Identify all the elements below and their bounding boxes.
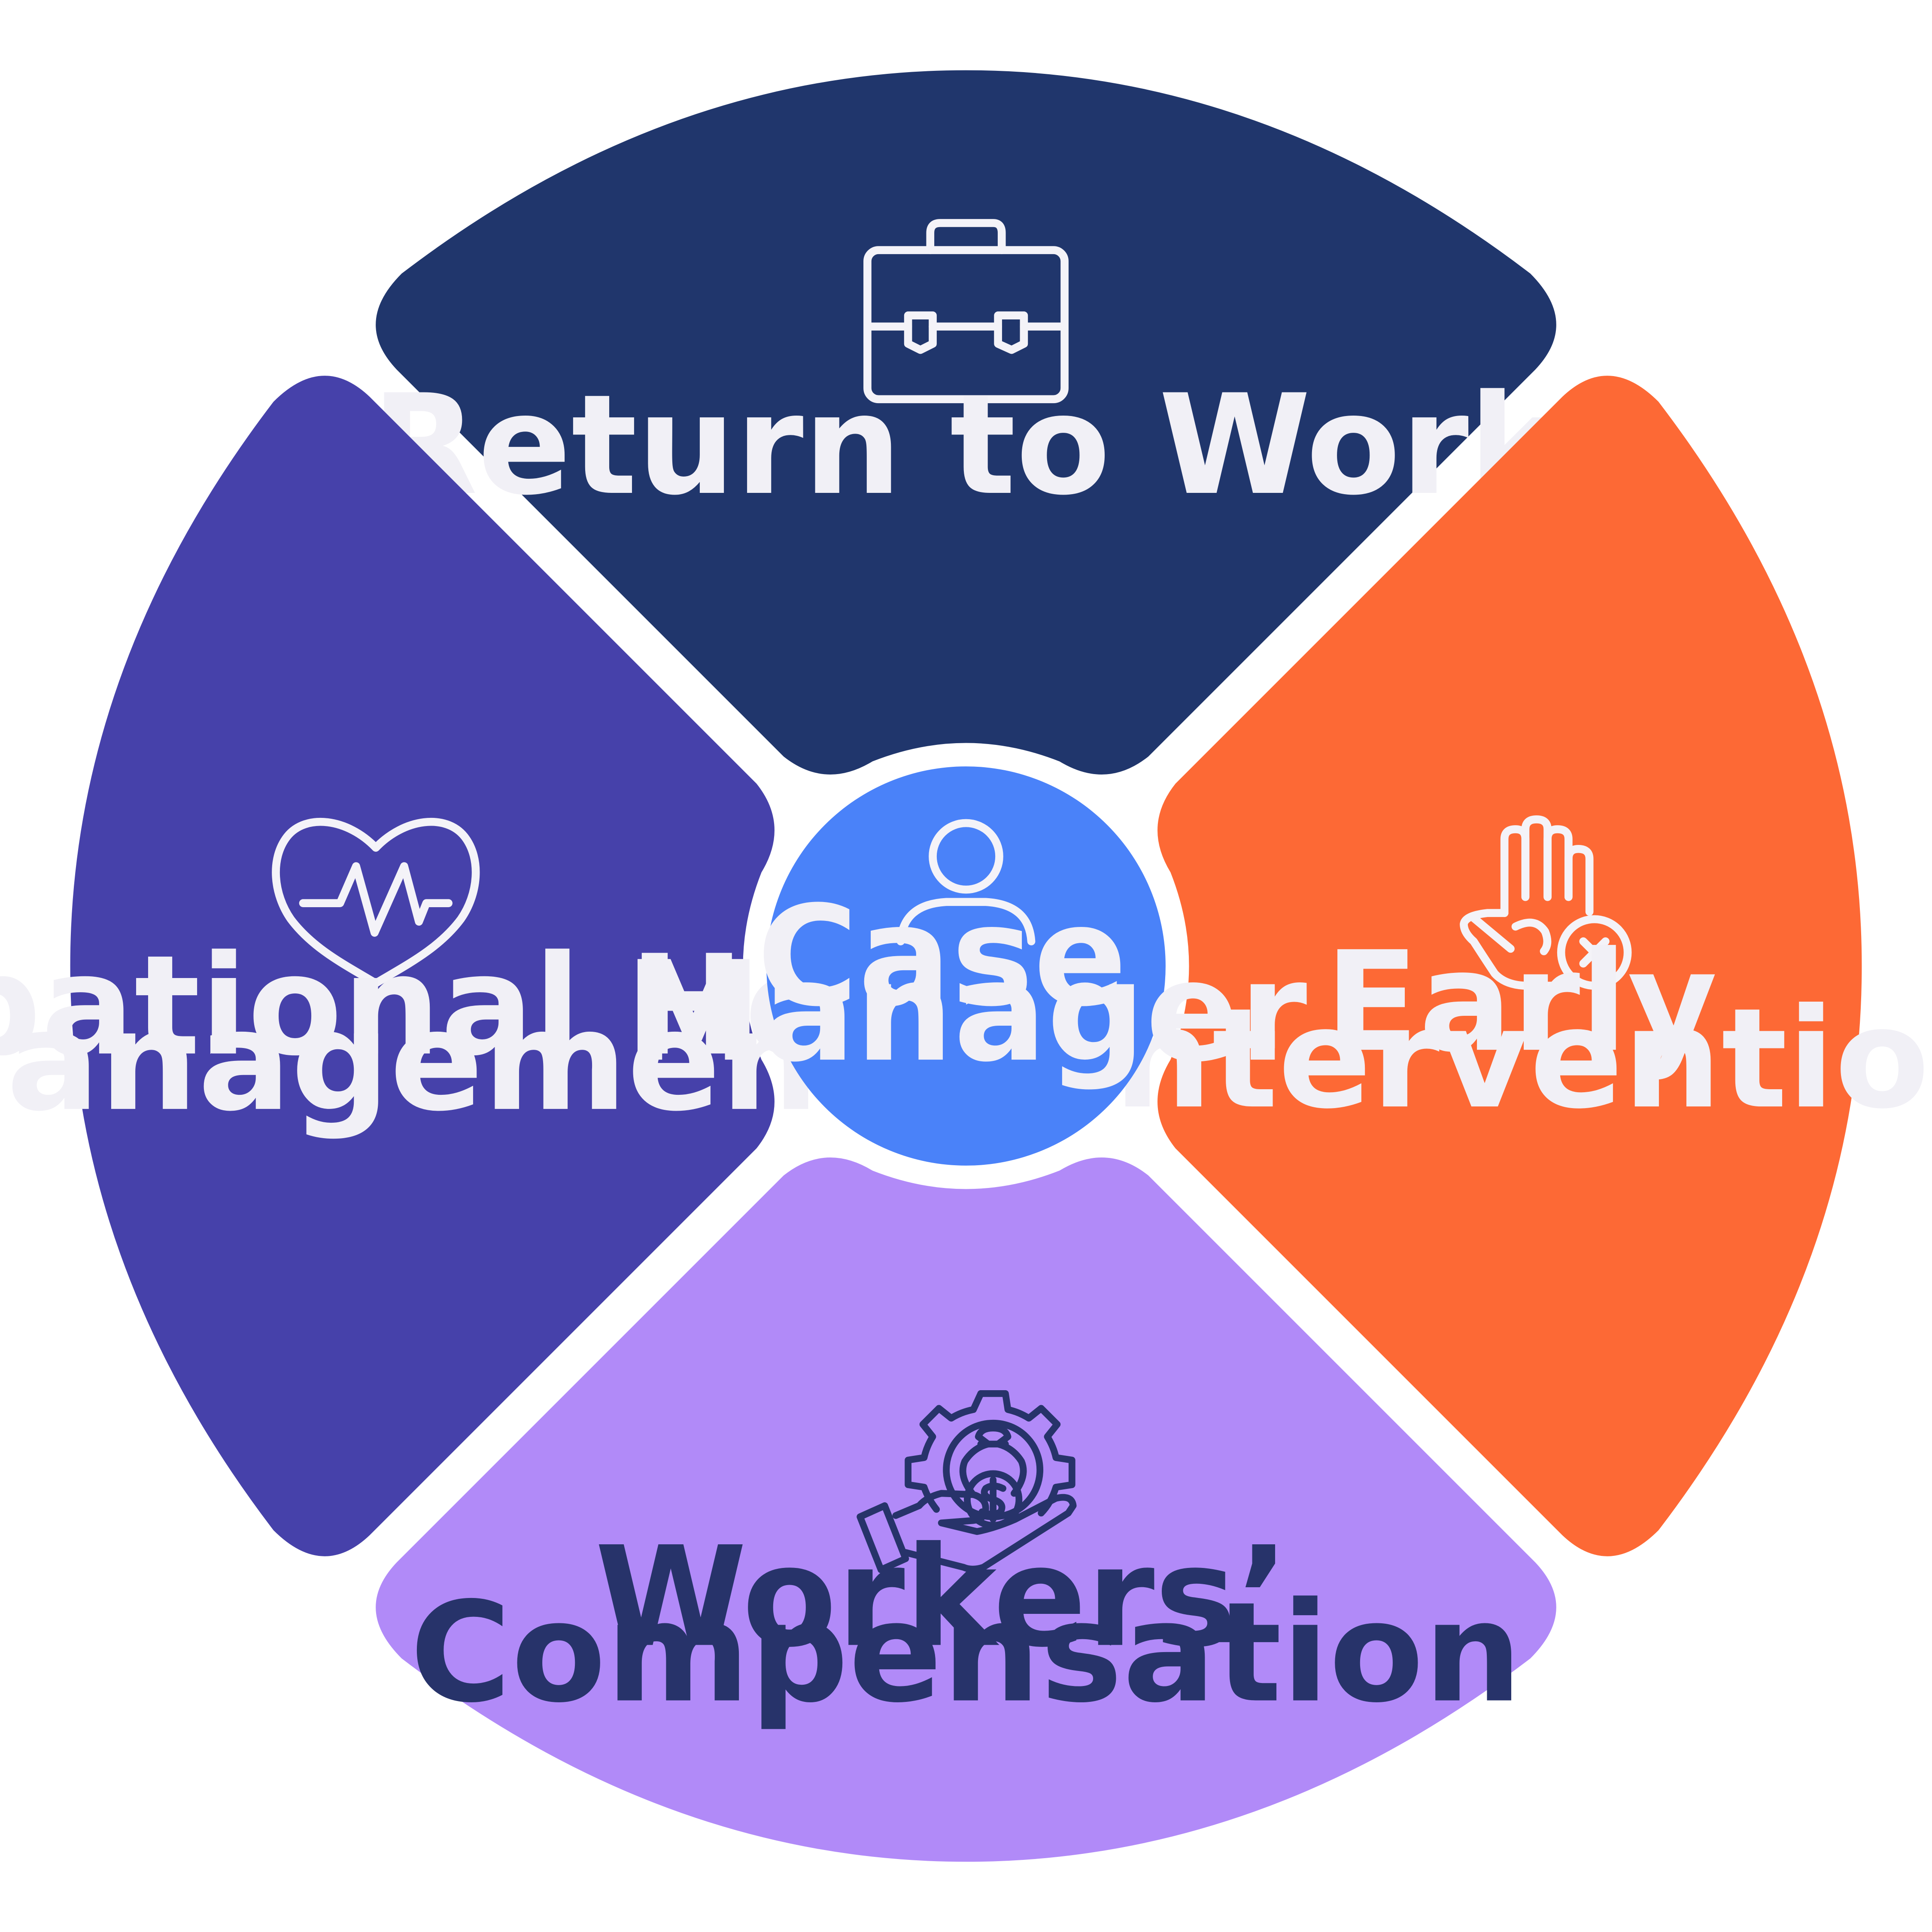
- segment-occupational-health-management: Occupational Health Management: [0, 376, 1143, 1556]
- segment-early-intervention: Early Intervention: [1063, 376, 1932, 1556]
- center-case-manager: Case Manager: [625, 766, 1308, 1166]
- segment-return-to-work-label: Return to Work: [371, 365, 1564, 526]
- segment-early-intervention-shape: [1157, 376, 1862, 1556]
- segment-return-to-work: Return to Work: [371, 70, 1564, 775]
- segment-occupational-health-management-shape: [70, 376, 775, 1556]
- segment-workers-compensation-label: Workers’ Compensation: [410, 1517, 1522, 1733]
- center-circle: [766, 766, 1166, 1166]
- segment-workers-compensation: Workers’ Compensation: [376, 1157, 1556, 1862]
- segment-early-intervention-label: Early Intervention: [1063, 922, 1932, 1139]
- center-label: Case Manager: [625, 876, 1308, 1092]
- stop-hand-icon: [1460, 815, 1632, 990]
- briefcase-icon: [863, 219, 1069, 404]
- heart-pulse-icon: [272, 817, 480, 987]
- segment-return-to-work-shape: [376, 70, 1556, 775]
- person-icon: [896, 819, 1036, 945]
- money-hand-gear-icon: [857, 1390, 1077, 1574]
